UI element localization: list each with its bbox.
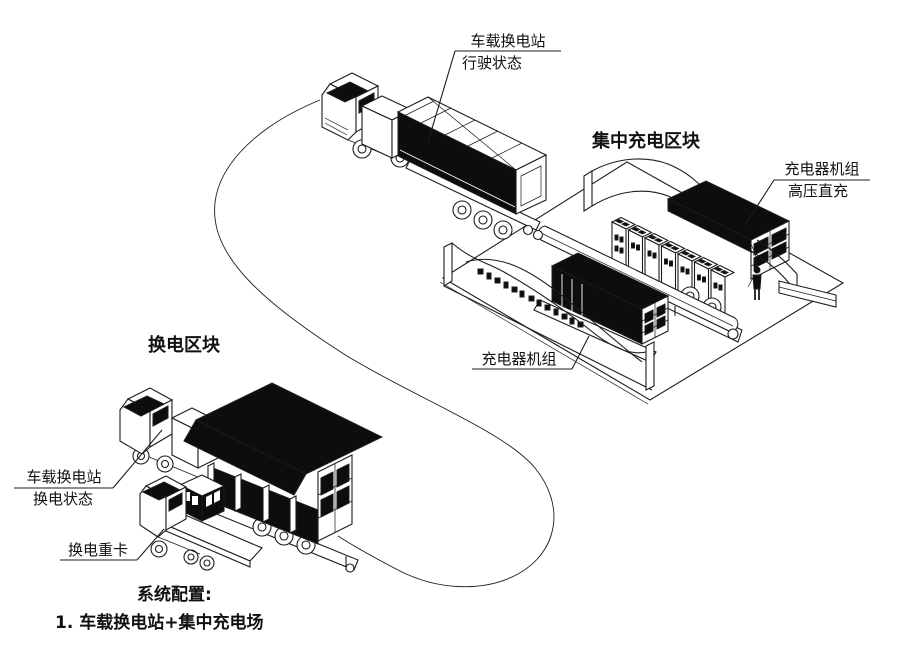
hv-charger-container [666, 180, 791, 280]
label-driving-station: 车载换电站 行驶状态 [427, 32, 561, 143]
swap-truck-label: 换电重卡 [68, 541, 128, 559]
system-config: 系统配置: 1. 车载换电站+集中充电场 [55, 584, 263, 633]
charger-hv-label-line2: 高压直充 [788, 182, 848, 200]
swap-heavy-truck-illustration [139, 474, 263, 571]
system-config-item: 1. 车载换电站+集中充电场 [55, 612, 263, 633]
driving-station-label-line1: 车载换电站 [470, 32, 545, 50]
swap-station-illustration [119, 382, 384, 573]
label-swap-truck: 换电重卡 [60, 528, 165, 561]
swap-truck-leader [136, 528, 165, 561]
central-charging-zone-title: 集中充电区块 [591, 130, 701, 152]
wall-sign-marks [477, 268, 584, 328]
charging-platform-illustration [439, 158, 845, 405]
charger-unit-leader [571, 335, 590, 370]
charger-hv-leader [744, 179, 775, 226]
platform-wall-left [443, 242, 655, 391]
driving-truck-illustration [321, 72, 548, 241]
truck-cab [321, 72, 380, 141]
charger-unit-label: 充电器机组 [481, 350, 556, 368]
swap-truck-cab [119, 387, 206, 481]
heavy-truck-cab [139, 475, 201, 555]
canopy-roof [183, 382, 384, 496]
worker-figure [747, 241, 762, 300]
swap-station-label-line1: 车载换电站 [26, 468, 101, 486]
swap-bay-end-frame [317, 454, 353, 542]
driving-station-label-line2: 行驶状态 [462, 54, 522, 72]
swap-station-label-line2: 换电状态 [33, 490, 93, 508]
swap-zone-title: 换电区块 [148, 334, 221, 356]
label-swap-station: 车载换电站 换电状态 [14, 429, 163, 508]
platform-wall-right [750, 239, 837, 308]
driving-station-leader [427, 50, 456, 143]
label-charger-unit: 充电器机组 [472, 335, 590, 370]
charger-hv-label-line1: 充电器机组 [784, 160, 859, 178]
label-charger-hv: 充电器机组 高压直充 [744, 160, 870, 226]
system-config-title: 系统配置: [137, 584, 212, 605]
swap-station-leader [112, 429, 163, 489]
route-loop [214, 99, 555, 588]
swap-station-container-driving [396, 96, 548, 241]
